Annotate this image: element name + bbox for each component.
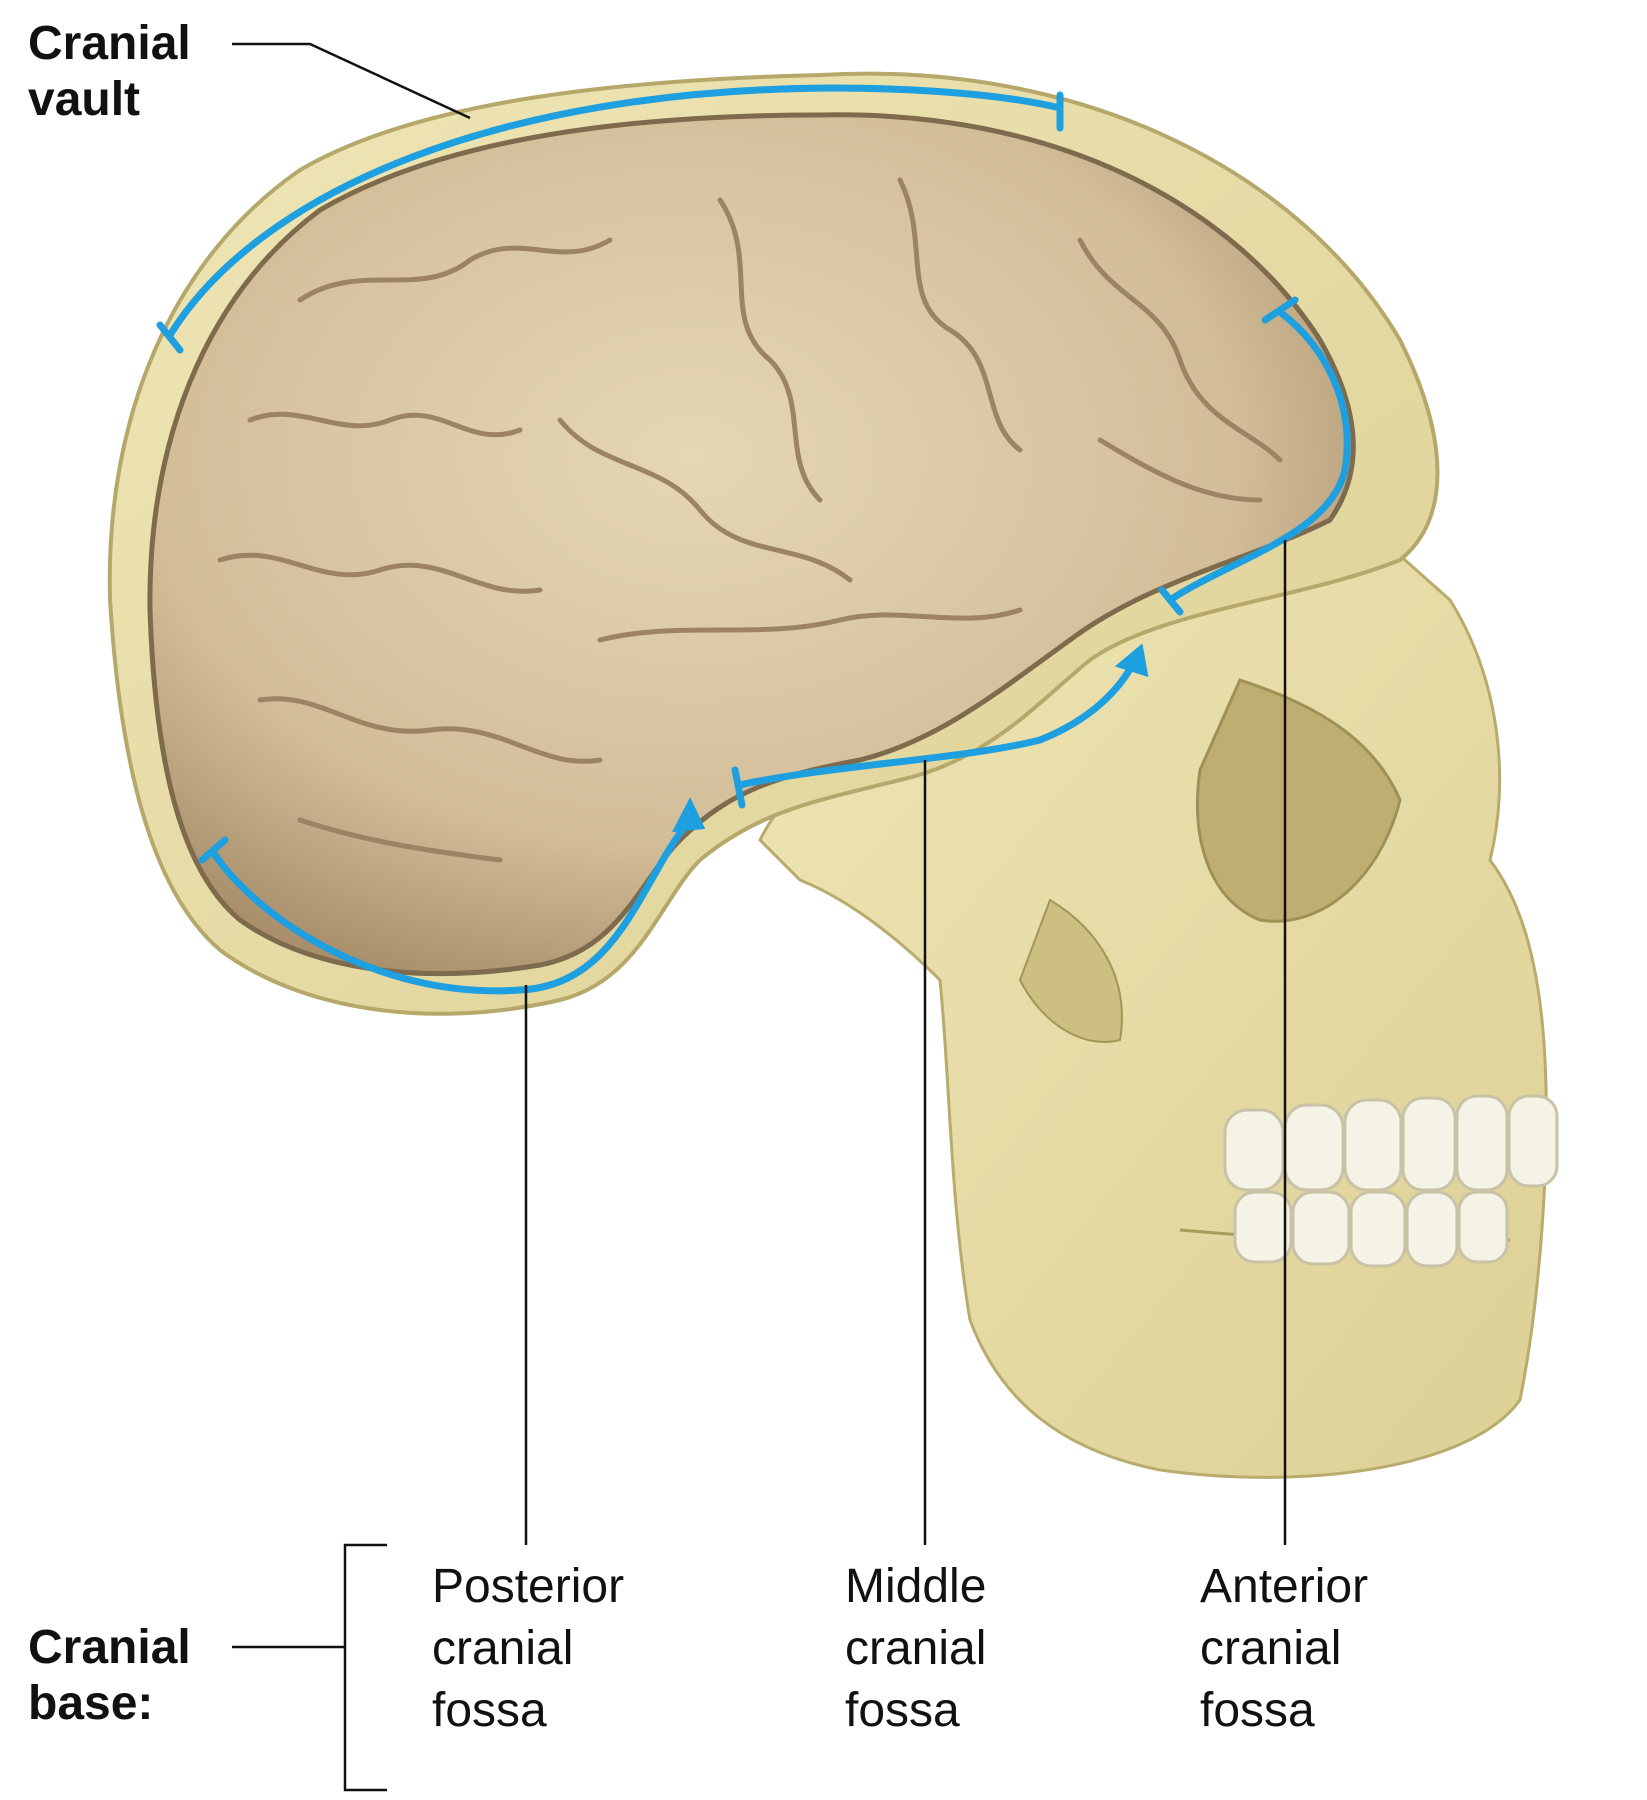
posterior-marker-arrow [671, 797, 706, 833]
label-line: Middle [845, 1560, 987, 1613]
anterior-fossa-marker [1166, 308, 1351, 604]
posterior-marker-cap [198, 836, 229, 864]
tooth [1283, 1103, 1345, 1192]
tooth [1223, 1108, 1285, 1192]
middle-fossa-label: Middle cranial fossa [845, 1556, 1105, 1742]
posterior-fossa-marker [211, 816, 694, 995]
label-line: fossa [1200, 1684, 1315, 1737]
brain-gyri [217, 177, 1283, 863]
tooth [1507, 1094, 1559, 1188]
region-markers [156, 84, 1351, 995]
middle-marker-arrow [1114, 643, 1149, 678]
label-line: cranial [1200, 1622, 1342, 1675]
cranial-vault-label: Cranial vault [28, 16, 248, 128]
vault-marker-cap [156, 321, 184, 354]
tooth [1291, 1190, 1351, 1266]
label-line: fossa [845, 1684, 960, 1737]
zygomatic-notch [1018, 898, 1123, 1043]
tooth [1349, 1190, 1407, 1268]
middle-fossa-marker [736, 656, 1139, 789]
tooth [1457, 1190, 1509, 1264]
anterior-marker-cap [1261, 296, 1299, 324]
label-line: Posterior [432, 1560, 625, 1613]
label-line: fossa [432, 1684, 547, 1737]
label-line: vault [28, 73, 141, 126]
label-line: Cranial [28, 17, 191, 70]
label-line: Cranial [28, 1621, 191, 1674]
middle-marker-cap [731, 766, 746, 809]
anterior-fossa-label: Anterior cranial fossa [1200, 1556, 1460, 1742]
base-bracket [343, 1543, 387, 1792]
leader-lines [232, 42, 1287, 1792]
label-line: base: [28, 1677, 154, 1730]
teeth [1223, 1094, 1559, 1268]
tooth [1233, 1190, 1293, 1264]
tooth [1343, 1098, 1403, 1192]
tooth [1405, 1190, 1459, 1268]
vault-leader [232, 42, 471, 120]
tooth [1401, 1096, 1457, 1192]
vault-marker [166, 84, 1064, 339]
label-line: Anterior [1200, 1560, 1369, 1613]
anterior-marker-cap [1158, 586, 1184, 616]
cranial-base-label: Cranial base: [28, 1620, 248, 1732]
orbit [1196, 678, 1402, 923]
label-line: cranial [432, 1622, 574, 1675]
label-line: cranial [845, 1622, 987, 1675]
posterior-fossa-label: Posterior cranial fossa [432, 1556, 692, 1742]
tooth [1455, 1094, 1509, 1192]
